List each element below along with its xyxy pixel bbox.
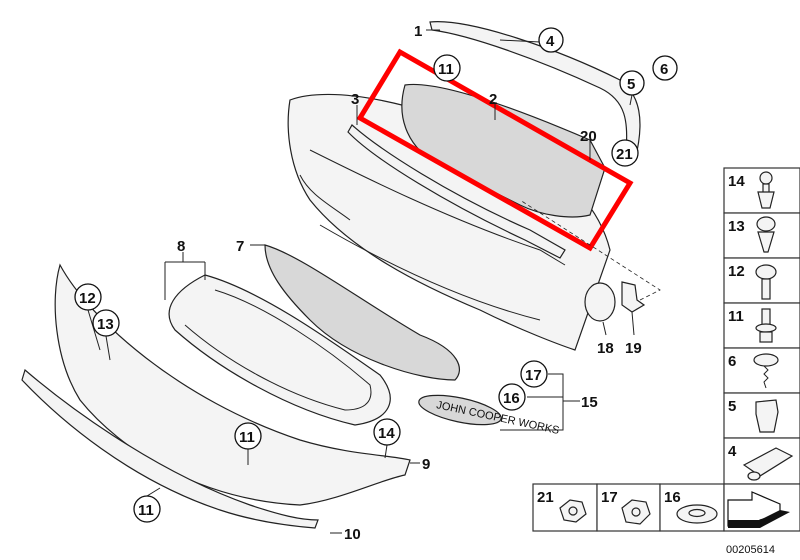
svg-text:18: 18 xyxy=(597,340,614,357)
reference-number: 00205614 xyxy=(726,544,775,556)
svg-text:19: 19 xyxy=(625,340,642,357)
callout-12: 12 xyxy=(74,283,102,311)
svg-text:17: 17 xyxy=(525,367,542,384)
callout-4: 4 xyxy=(538,27,564,53)
flange-nut-21-icon xyxy=(559,499,587,523)
nut-17-icon xyxy=(621,499,651,525)
svg-text:13: 13 xyxy=(97,316,114,333)
callout-21: 21 xyxy=(611,139,639,167)
disc-part xyxy=(584,282,616,322)
clip-4-icon xyxy=(742,447,794,481)
svg-text:2: 2 xyxy=(489,91,497,108)
fastener-legend-row: 21 17 16 xyxy=(532,483,800,532)
callout-3: 3 xyxy=(351,91,359,108)
svg-text:11: 11 xyxy=(239,429,255,446)
lower-grille xyxy=(264,244,460,381)
legend-label-4: 4 xyxy=(728,443,737,460)
lower-strip xyxy=(21,368,319,529)
callout-11-bottom: 11 xyxy=(133,495,161,523)
washer-16-icon xyxy=(676,504,718,524)
svg-text:9: 9 xyxy=(422,456,430,473)
bumper-strip xyxy=(347,124,566,259)
svg-text:5: 5 xyxy=(627,76,635,93)
svg-text:16: 16 xyxy=(503,390,520,407)
callout-9: 9 xyxy=(422,456,430,473)
svg-text:15: 15 xyxy=(581,394,598,411)
callout-20: 20 xyxy=(580,128,597,145)
svg-text:7: 7 xyxy=(236,238,244,255)
callout-11-top: 11 xyxy=(433,54,461,82)
svg-text:1: 1 xyxy=(414,23,422,40)
legend-label-16: 16 xyxy=(664,489,681,506)
callout-2: 2 xyxy=(489,91,497,108)
svg-text:20: 20 xyxy=(580,128,597,145)
clip-14-icon xyxy=(757,171,775,209)
screw-6-icon xyxy=(753,353,779,389)
legend-label-12: 12 xyxy=(728,263,745,280)
callout-7: 7 xyxy=(236,238,244,255)
callout-19: 19 xyxy=(625,340,642,357)
callout-14: 14 xyxy=(373,418,401,446)
legend-label-13: 13 xyxy=(728,218,745,235)
callout-8: 8 xyxy=(177,238,185,255)
nut-5-icon xyxy=(755,399,779,433)
callout-1: 1 xyxy=(414,23,422,40)
legend-label-17: 17 xyxy=(601,489,618,506)
grille-frame xyxy=(168,274,391,426)
callout-10: 10 xyxy=(344,526,361,543)
callout-16: 16 xyxy=(498,383,526,411)
upper-grille xyxy=(401,83,606,218)
svg-text:14: 14 xyxy=(378,425,395,442)
legend-label-5: 5 xyxy=(728,398,736,415)
svg-text:6: 6 xyxy=(660,61,668,78)
highlight-frame xyxy=(356,48,634,252)
callout-6: 6 xyxy=(652,55,678,81)
svg-text:3: 3 xyxy=(351,91,359,108)
svg-text:8: 8 xyxy=(177,238,185,255)
callout-17: 17 xyxy=(520,360,548,388)
callout-11-mid: 11 xyxy=(234,422,262,450)
leader-lines xyxy=(87,29,635,534)
screw-12-icon xyxy=(755,264,777,300)
svg-text:12: 12 xyxy=(79,290,96,307)
svg-text:11: 11 xyxy=(138,502,154,519)
callout-5: 5 xyxy=(619,70,645,96)
clip-11-icon xyxy=(755,308,777,343)
legend-label-21: 21 xyxy=(537,489,554,506)
svg-text:21: 21 xyxy=(616,146,633,163)
legend-label-6: 6 xyxy=(728,353,736,370)
bracket-part xyxy=(621,281,646,313)
legend-label-11: 11 xyxy=(728,308,744,325)
legend-label-14: 14 xyxy=(728,173,745,190)
fastener-legend-column: 14 13 12 11 6 5 4 xyxy=(723,167,800,485)
callout-18: 18 xyxy=(597,340,614,357)
arrow-icon xyxy=(727,491,790,528)
svg-text:10: 10 xyxy=(344,526,361,543)
callout-15: 15 xyxy=(581,394,598,411)
svg-text:11: 11 xyxy=(438,61,454,78)
clip-13-icon xyxy=(756,216,776,253)
callout-13: 13 xyxy=(92,309,120,337)
svg-text:4: 4 xyxy=(546,33,555,50)
front-spoiler xyxy=(54,263,411,506)
